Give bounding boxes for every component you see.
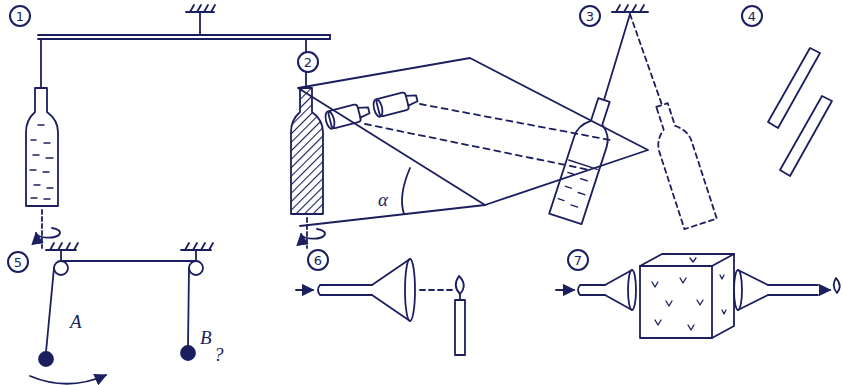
callout-number: 1 [16,10,24,23]
inclined-plane [298,58,648,226]
callout-number: 4 [748,10,756,23]
callout-circle: 6 [307,249,329,271]
part-label: ? [214,345,224,364]
callout-number: 2 [304,56,312,69]
swinging-bottle [549,5,717,229]
callout-circle: 2 [297,51,319,73]
callout-circle: 4 [741,5,763,27]
funnel-block-candle [556,254,840,338]
pulley-system [30,243,213,384]
part-label: A [70,312,82,331]
callout-circle: 3 [579,5,601,27]
callout-number: 7 [574,254,582,267]
part-label: α [378,190,388,209]
callout-circle: 1 [9,5,31,27]
callout-number: 5 [14,256,22,269]
rotating-bottles [26,5,330,248]
part-label: B [200,328,212,347]
callout-circle: 7 [567,249,589,271]
callout-circle: 5 [7,251,29,273]
callout-number: 6 [314,254,322,267]
two-bars [768,48,832,176]
funnel-candle [296,259,465,355]
callout-number: 3 [586,10,594,23]
